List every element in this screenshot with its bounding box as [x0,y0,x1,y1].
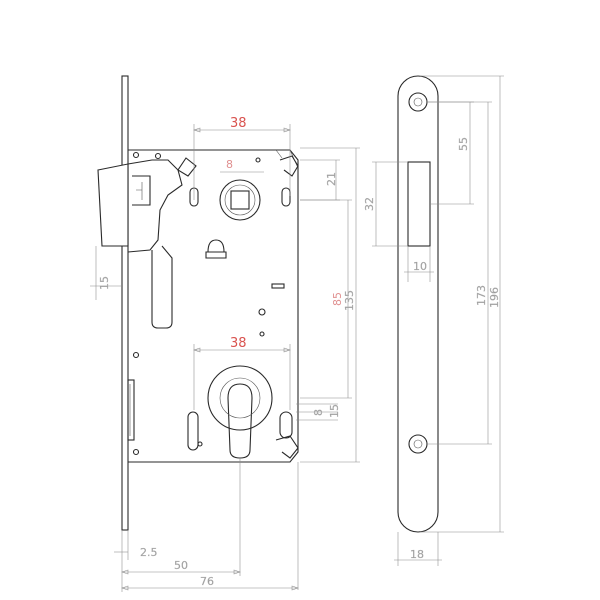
dim-top-hole: 21 [325,172,338,186]
screw-slot-right-top [281,187,291,207]
latch-lever [151,245,173,329]
cylinder-cutout [207,365,273,459]
faceplate [121,75,129,531]
dim-strike-top: 55 [457,137,470,151]
strike-plate [397,75,439,533]
dim-strike-height: 32 [363,197,376,211]
dim-strike-width: 10 [413,260,427,273]
dim-backset: 50 [174,559,188,572]
dim-backset-bottom: 38 [230,336,247,351]
dim-strike-plate-width: 18 [410,548,424,561]
dim-body-height: 135 [343,290,356,311]
dim-strike-screw-distance: 173 [475,285,488,306]
dim-strike-total: 196 [488,287,501,308]
dim-faceplate-thickness: 2.5 [140,546,158,559]
dim-cylinder-offset: 15 [328,404,341,418]
latch-bolt [97,163,129,247]
mortise-lock-body [97,75,299,531]
left-dimensions: 38 8 21 85 135 38 8 15 15 2.5 50 76 [90,116,360,592]
dim-latch-offset: 15 [98,276,111,290]
keyhole-mark [205,239,227,259]
right-dimensions: 55 32 10 173 196 18 [363,75,504,566]
lock-case-outline [128,149,299,463]
spindle-hub [219,179,261,221]
dim-backset-top: 38 [230,116,247,131]
dim-case-depth: 76 [200,575,214,588]
strike-plate-outline [397,75,439,533]
screw-slot-left-bottom [187,411,199,451]
dim-cylinder-small: 8 [312,409,325,416]
square-spindle-hole [230,190,250,210]
dim-handle-to-cylinder: 85 [331,292,344,306]
screw-slot-right-bottom [279,411,293,439]
dim-spindle: 8 [226,158,233,171]
